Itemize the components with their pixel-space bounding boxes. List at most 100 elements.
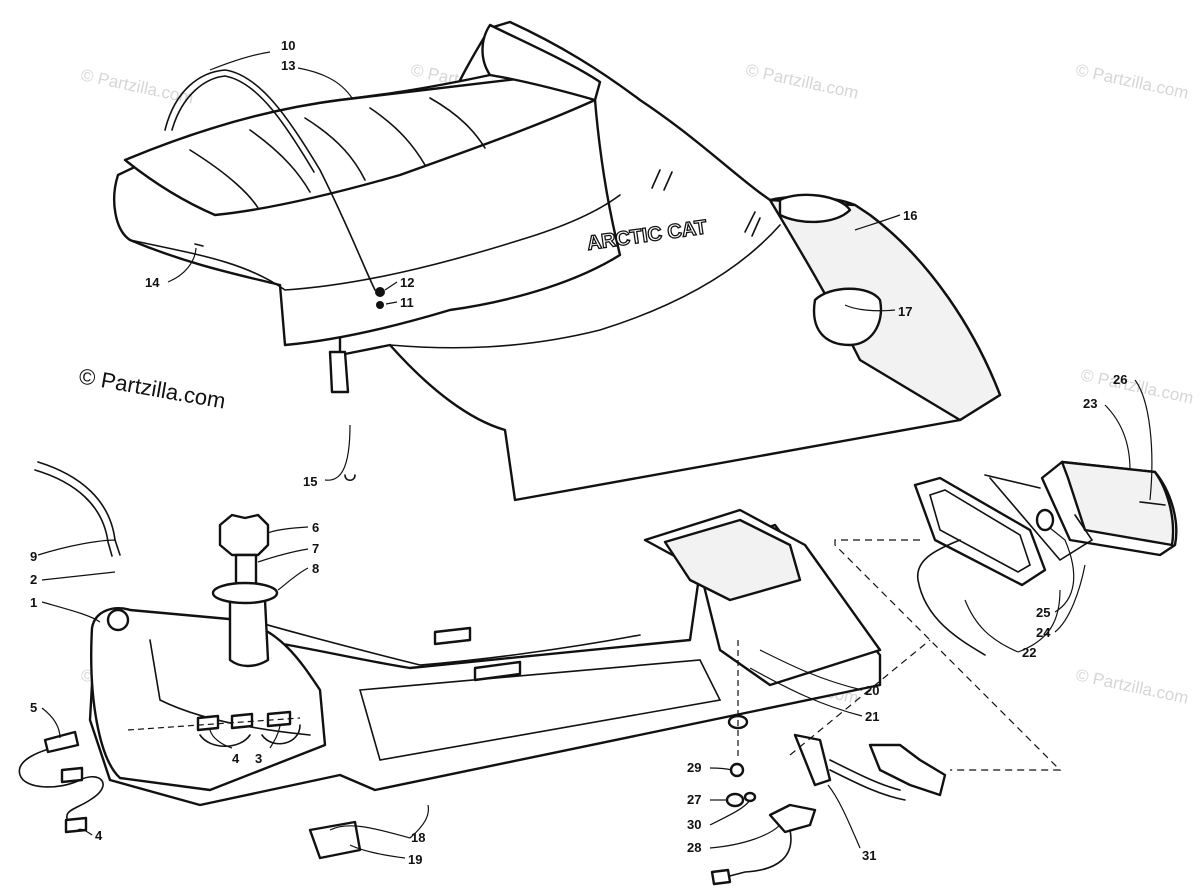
callout-4: 4 bbox=[232, 751, 240, 766]
gasket-inner bbox=[929, 489, 1031, 573]
fitting-3a bbox=[196, 714, 220, 732]
leader-28 bbox=[709, 824, 781, 849]
leader-13 bbox=[297, 67, 353, 99]
callout-24: 24 bbox=[1036, 625, 1051, 640]
fuel-cap bbox=[218, 513, 270, 557]
leader-2 bbox=[41, 571, 116, 581]
seat-rib bbox=[189, 149, 259, 209]
callout-25: 25 bbox=[1036, 605, 1050, 620]
fitting-3b bbox=[230, 712, 254, 730]
leader-lines bbox=[37, 51, 1153, 859]
callout-4-lower: 4 bbox=[95, 828, 103, 843]
leader-25 bbox=[1049, 527, 1075, 613]
fuel-fitting-5 bbox=[43, 730, 80, 754]
washer-11 bbox=[376, 301, 384, 309]
leader-4b bbox=[77, 828, 93, 836]
callout-6: 6 bbox=[312, 520, 319, 535]
leader-15 bbox=[324, 424, 351, 481]
seat-assembly bbox=[113, 23, 622, 347]
callout-20: 20 bbox=[865, 683, 879, 698]
fuel-filter-4b bbox=[64, 816, 88, 834]
callout-29: 29 bbox=[687, 760, 701, 775]
callout-11: 11 bbox=[400, 295, 414, 310]
callout-22: 22 bbox=[1022, 645, 1036, 660]
leader-10 bbox=[209, 51, 271, 71]
leader-21 bbox=[749, 667, 863, 717]
deck-top-line bbox=[249, 619, 641, 666]
leader-11 bbox=[385, 301, 398, 305]
clip-14 bbox=[194, 243, 204, 247]
cowl-rear-face bbox=[768, 198, 1002, 422]
leader-19 bbox=[349, 844, 406, 859]
bracket-wire bbox=[829, 759, 906, 801]
screw-26 bbox=[1139, 501, 1166, 506]
leader-3 bbox=[269, 725, 281, 749]
leader-16 bbox=[854, 214, 901, 231]
callout-1: 1 bbox=[30, 595, 37, 610]
wiring-path bbox=[834, 539, 1062, 771]
console-opening bbox=[663, 518, 802, 602]
grommet-12 bbox=[375, 287, 385, 297]
seat-rib bbox=[429, 97, 486, 149]
seat-rib bbox=[304, 117, 366, 181]
seat-bolster bbox=[481, 23, 602, 102]
deck-slot bbox=[473, 660, 522, 682]
callout-8: 8 bbox=[312, 561, 319, 576]
logo-accent bbox=[744, 211, 761, 237]
leader-7 bbox=[257, 548, 309, 563]
watermark-faint: © Partzilla.com bbox=[744, 60, 860, 102]
callout-31: 31 bbox=[862, 848, 876, 863]
callout-21: 21 bbox=[865, 709, 879, 724]
callout-17: 17 bbox=[898, 304, 912, 319]
leader-4a bbox=[209, 729, 233, 749]
switch-plug bbox=[710, 868, 732, 886]
grab-recess bbox=[812, 287, 883, 347]
leader-12 bbox=[384, 281, 398, 291]
leader-31 bbox=[827, 784, 861, 849]
callout-16: 16 bbox=[903, 208, 917, 223]
callout-12: 12 bbox=[400, 275, 414, 290]
leader-8 bbox=[277, 567, 309, 591]
callout-30: 30 bbox=[687, 817, 701, 832]
taillight-gasket bbox=[913, 476, 1047, 587]
leader-6 bbox=[267, 526, 309, 534]
seat-strap bbox=[164, 69, 376, 291]
seat-strap-inner bbox=[171, 75, 315, 173]
callout-19: 19 bbox=[408, 852, 422, 867]
connector-31 bbox=[868, 743, 947, 797]
leader-5 bbox=[41, 707, 61, 739]
watermark-main: © Partzilla.com bbox=[77, 363, 227, 413]
filler-neck bbox=[228, 598, 270, 668]
switch-lead bbox=[721, 829, 792, 879]
wiring-path-2 bbox=[789, 639, 931, 756]
leader-26 bbox=[1134, 379, 1153, 501]
leader-1 bbox=[41, 601, 101, 623]
spacer-30 bbox=[743, 791, 757, 803]
seat-rib bbox=[369, 107, 426, 166]
switch-28 bbox=[768, 803, 817, 834]
foot-bracket-19 bbox=[308, 820, 362, 860]
cap-stem bbox=[234, 553, 258, 587]
vent-fitting bbox=[106, 608, 130, 632]
lamp-bracket bbox=[984, 474, 1094, 562]
leader-24 bbox=[1054, 564, 1086, 633]
leader-9 bbox=[37, 539, 117, 556]
cowl-skirt bbox=[328, 350, 350, 394]
callout-9: 9 bbox=[30, 549, 37, 564]
cowl-side-line bbox=[389, 224, 781, 349]
leader-14 bbox=[167, 247, 197, 283]
chassis-assembly bbox=[88, 508, 882, 860]
deck-floor bbox=[358, 659, 722, 761]
leader-22 bbox=[964, 589, 1061, 653]
callout-10: 10 bbox=[281, 38, 295, 53]
vent-tube-edge bbox=[34, 469, 113, 557]
leader-29 bbox=[709, 767, 733, 771]
leader-30 bbox=[709, 799, 751, 826]
fuel-line bbox=[18, 744, 104, 826]
washer-27 bbox=[725, 792, 745, 808]
lens-face bbox=[1060, 460, 1175, 547]
wire-bracket-31 bbox=[793, 733, 832, 787]
callout-labels: 10 13 12 11 14 16 17 15 9 2 1 6 7 8 5 4 … bbox=[30, 38, 1127, 867]
gasket-ring bbox=[211, 581, 279, 605]
